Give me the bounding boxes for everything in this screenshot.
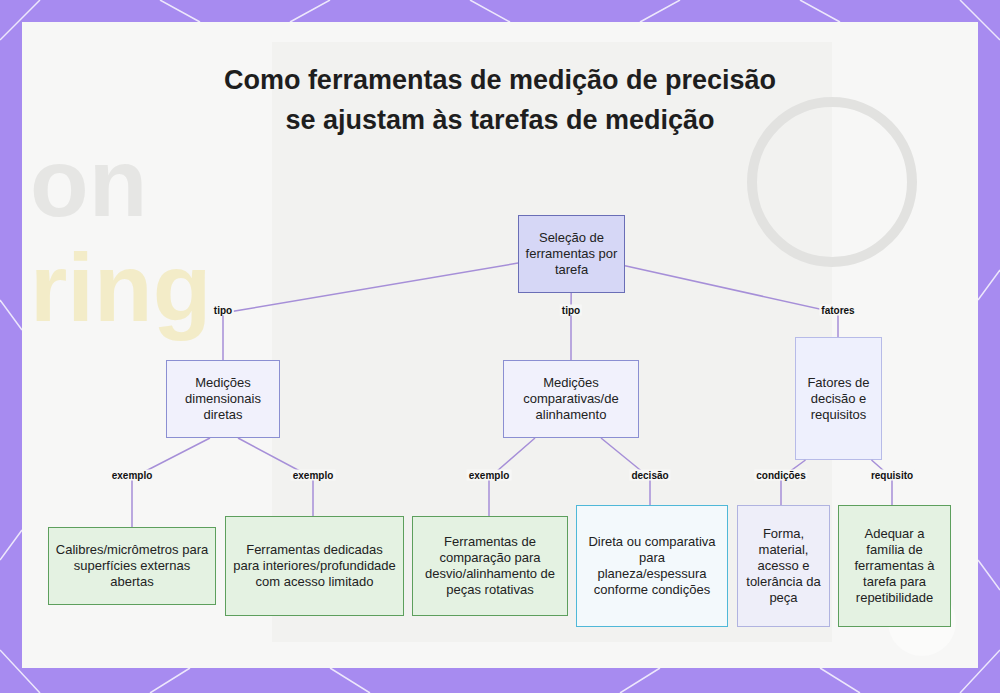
node-text-group: Seleção de ferramentas por tarefa (525, 230, 618, 278)
blurred-gauge (752, 102, 912, 262)
node-text-group: Medições dimensionais diretas (173, 375, 273, 423)
pattern-line (978, 270, 1000, 300)
node-text-group: Fatores de decisão e requisitos (802, 375, 875, 423)
node-text-group: Direta ou comparativa para planeza/espes… (583, 534, 721, 598)
edge-label: condições (754, 470, 807, 481)
node-text-group: Ferramentas dedicadas para interiores/pr… (232, 542, 397, 590)
connector (132, 438, 210, 527)
background-word: ring (30, 240, 211, 336)
pattern-line (620, 668, 660, 693)
pattern-line (470, 0, 510, 22)
condition-box: Forma, material, acesso e tolerância da … (737, 505, 830, 627)
edge-label: requisito (869, 470, 915, 481)
example-box: Ferramentas de comparação para desvio/al… (412, 516, 568, 616)
node-text: Calibres/micrômetros para superfícies ex… (55, 542, 209, 590)
root-box: Seleção de ferramentas por tarefa (518, 215, 625, 293)
decision-box: Direta ou comparativa para planeza/espes… (576, 505, 728, 627)
category-box: Medições dimensionais diretas (166, 360, 280, 438)
connector (570, 293, 572, 360)
node-text-group: Forma, material, acesso e tolerância da … (744, 526, 823, 606)
connector (872, 460, 893, 505)
pattern-line (160, 0, 200, 22)
connector (781, 460, 806, 505)
node-text: Medições dimensionais diretas (173, 375, 273, 423)
node-text: Medições comparativas/de alinhamento (510, 375, 632, 423)
pattern-line (978, 560, 1000, 590)
connector (223, 263, 518, 360)
diagram-title: Como ferramentas de medição de precisão … (220, 60, 780, 140)
requirement-box: Adequar a família de ferramentas à taref… (838, 505, 951, 627)
node-text-group: Medições comparativas/de alinhamento (510, 375, 632, 423)
edge-label: exemplo (110, 470, 155, 481)
pattern-line (0, 530, 22, 560)
node-text: Direta ou comparativa para planeza/espes… (583, 534, 721, 598)
category-box: Fatores de decisão e requisitos (795, 337, 882, 460)
category-box: Medições comparativas/de alinhamento (503, 360, 639, 438)
pattern-line (0, 300, 22, 330)
node-text: Forma, material, acesso e tolerância da … (744, 526, 823, 606)
example-box: Calibres/micrômetros para superfícies ex… (48, 527, 216, 605)
node-text-group: Ferramentas de comparação para desvio/al… (419, 534, 561, 598)
node-text: Ferramentas de comparação para desvio/al… (419, 534, 561, 598)
background-word: on (30, 135, 147, 231)
pattern-line (290, 0, 330, 22)
pattern-line (820, 668, 860, 693)
edge-label: tipo (212, 305, 234, 316)
edge-label: tipo (560, 305, 582, 316)
edge-label: fatores (819, 305, 856, 316)
pattern-line (150, 668, 190, 693)
example-box: Ferramentas dedicadas para interiores/pr… (225, 516, 404, 616)
edge-label: exemplo (291, 470, 336, 481)
node-text: Seleção de ferramentas por tarefa (525, 230, 618, 278)
edge-label: exemplo (467, 470, 512, 481)
pattern-line (330, 668, 370, 693)
edge-label: decisão (629, 470, 670, 481)
pattern-line (800, 0, 840, 22)
pattern-line (640, 0, 680, 22)
node-text-group: Calibres/micrômetros para superfícies ex… (55, 542, 209, 590)
node-text: Fatores de decisão e requisitos (802, 375, 875, 423)
node-text: Ferramentas dedicadas para interiores/pr… (232, 542, 397, 590)
node-text-group: Adequar a família de ferramentas à taref… (845, 526, 944, 606)
connector (625, 266, 838, 337)
node-text: Adequar a família de ferramentas à taref… (845, 526, 944, 606)
